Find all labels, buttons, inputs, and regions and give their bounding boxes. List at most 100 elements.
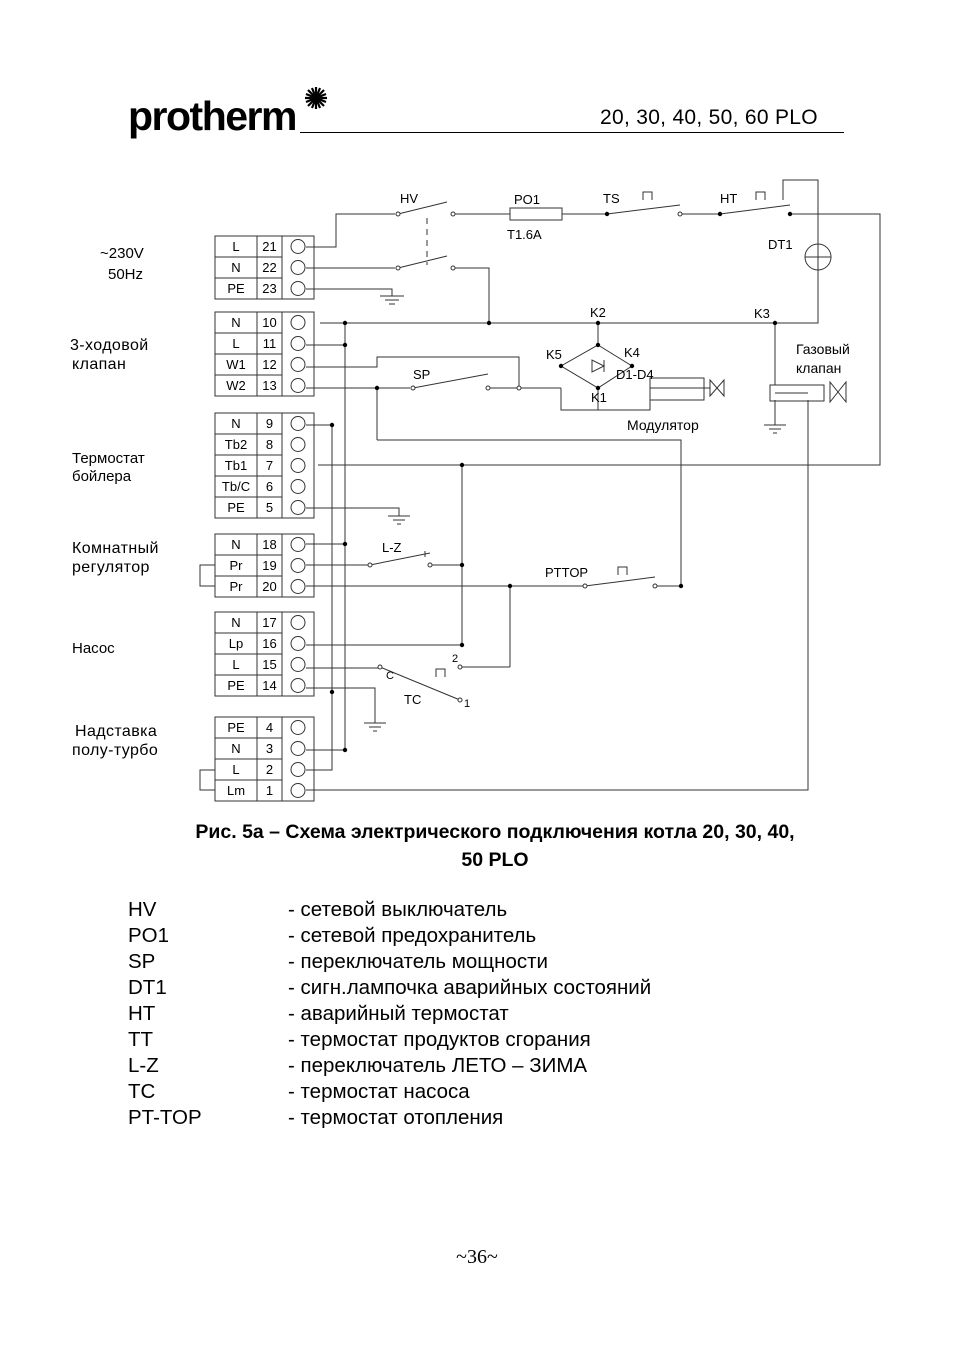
terminal-name: Tb/C xyxy=(222,479,250,494)
terminal-name: Pr xyxy=(230,579,244,594)
caption-line-1: Рис. 5а – Схема электрического подключен… xyxy=(195,821,795,843)
terminal-number: 10 xyxy=(262,315,276,330)
contact-points xyxy=(367,211,683,703)
label-ts: TS xyxy=(603,191,620,206)
screw-terminal-icon xyxy=(290,500,306,515)
terminal-name: W1 xyxy=(226,357,246,372)
gas-valve-coil xyxy=(769,380,847,404)
legend-abbr: HV xyxy=(128,898,157,921)
terminal-name: N xyxy=(231,315,240,330)
screw-terminal-icon xyxy=(290,239,306,254)
valve3-label-2: клапан xyxy=(72,356,126,373)
label-ht: HT xyxy=(720,191,737,206)
junction-dots xyxy=(329,211,793,753)
label-tc-2: 2 xyxy=(452,653,458,665)
star-icon xyxy=(305,87,327,109)
screw-terminal-icon xyxy=(290,458,306,473)
terminal-number: 8 xyxy=(266,437,273,452)
terminal-name: N xyxy=(231,615,240,630)
legend-abbr: L-Z xyxy=(128,1054,159,1077)
screw-terminal-icon xyxy=(290,678,306,693)
legend-description: - термостат насоса xyxy=(288,1080,470,1103)
label-tc-c: C xyxy=(386,670,394,682)
terminal-block-frame xyxy=(214,235,315,300)
boiler-thermostat-label-2: бойлера xyxy=(72,468,132,485)
legend-abbr: TC xyxy=(128,1080,156,1103)
label-k3: K3 xyxy=(754,306,770,321)
legend-row: TC - термостат насоса xyxy=(128,1079,651,1105)
screw-terminal-icon xyxy=(290,558,306,573)
screw-terminal-icon xyxy=(290,437,306,452)
terminal-number: 17 xyxy=(262,615,276,630)
terminal-number: 9 xyxy=(266,416,273,431)
terminal-number: 7 xyxy=(266,458,273,473)
legend-description: - сетевой предохранитель xyxy=(288,924,537,947)
terminal-number: 3 xyxy=(266,741,273,756)
legend-row: HT- аварийный термостат xyxy=(128,1001,651,1027)
legend-description: - термостат продуктов сгорания xyxy=(288,1028,591,1051)
label-k5: K5 xyxy=(546,347,562,362)
screw-terminal-icon xyxy=(290,615,306,630)
terminal-number: 19 xyxy=(262,558,276,573)
terminal-number: 21 xyxy=(262,239,276,254)
label-d1d4: D1-D4 xyxy=(616,367,654,382)
label-pttop: PTTOP xyxy=(545,565,588,580)
terminal-name: PE xyxy=(227,281,245,296)
legend-row: SP- переключатель мощности xyxy=(128,949,651,975)
terminal-number: 11 xyxy=(263,336,277,351)
terminal-number: 22 xyxy=(262,260,276,275)
boiler-thermostat-label-1: Термостат xyxy=(72,450,145,467)
legend-description: - сигн.лампочка аварийных состояний xyxy=(288,976,652,999)
legend-abbr: TT xyxy=(128,1028,154,1051)
label-hv: HV xyxy=(400,191,418,206)
lamp-icon xyxy=(804,243,832,271)
screw-terminal-icon xyxy=(290,357,306,372)
terminal-name: W2 xyxy=(226,378,246,393)
figure-caption: Рис. 5а – Схема электрического подключен… xyxy=(100,818,890,874)
terminal-name: L xyxy=(232,657,239,672)
label-tc-1: 1 xyxy=(464,698,470,710)
terminal-number: 12 xyxy=(262,357,276,372)
pump-label: Насос xyxy=(72,640,115,657)
mains-label-2: 50Hz xyxy=(108,266,143,283)
terminal-number: 18 xyxy=(262,537,276,552)
terminal-number: 5 xyxy=(266,500,273,515)
legend-row: TT - термостат продуктов сгорания xyxy=(128,1027,651,1053)
screw-terminal-icon xyxy=(290,720,306,735)
terminal-name: PE xyxy=(227,678,245,693)
terminal-name: Tb2 xyxy=(225,437,247,452)
screw-terminal-icon xyxy=(290,636,306,651)
terminal-name: Tb1 xyxy=(225,458,247,473)
terminal-name: PE xyxy=(227,500,245,515)
label-gas-valve-2: клапан xyxy=(796,360,841,376)
model-list: 20, 30, 40, 50, 60 PLO xyxy=(600,106,818,129)
label-modulator: Модулятор xyxy=(627,417,699,433)
screw-terminal-icon xyxy=(290,783,306,798)
terminal-name: L xyxy=(232,762,239,777)
mains-label-1: ~230V xyxy=(100,245,144,262)
terminal-name: Lp xyxy=(229,636,243,651)
terminal-name: N xyxy=(231,537,240,552)
terminal-number: 16 xyxy=(262,636,276,651)
screw-terminal-icon xyxy=(290,416,306,431)
label-fuse: T1.6A xyxy=(507,227,542,242)
legend-description: - аварийный термостат xyxy=(288,1002,509,1025)
terminal-block-frame xyxy=(214,533,315,598)
terminal-number: 2 xyxy=(266,762,273,777)
terminal-number: 15 xyxy=(262,657,276,672)
page-number: ~36~ xyxy=(456,1246,498,1268)
half-turbo-label-1: Надставка xyxy=(75,723,157,740)
screw-terminal-icon xyxy=(290,579,306,594)
terminal-name: N xyxy=(231,416,240,431)
screw-terminal-icon xyxy=(290,281,306,296)
header-rule xyxy=(300,132,844,133)
screw-terminal-icon xyxy=(290,378,306,393)
terminal-name: Lm xyxy=(227,783,245,798)
screw-terminal-icon xyxy=(290,762,306,777)
legend-row: L-Z- переключатель ЛЕТО – ЗИМА xyxy=(128,1053,651,1079)
